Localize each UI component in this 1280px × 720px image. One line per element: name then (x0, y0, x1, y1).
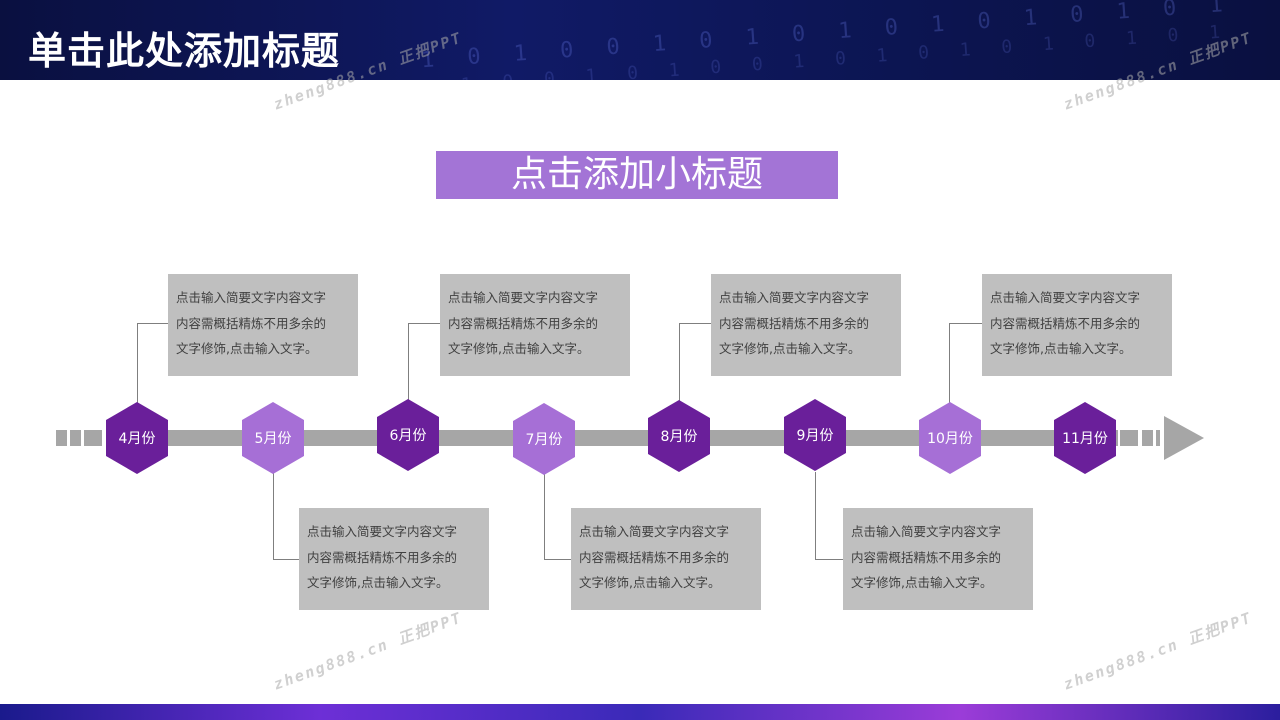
connector-line (679, 323, 712, 324)
description-line: 文字修饰,点击输入文字。 (579, 575, 721, 590)
description-line: 内容需概括精炼不用多余的 (719, 315, 870, 331)
timeline-dash (1142, 430, 1153, 446)
description-line: 文字修饰,点击输入文字。 (307, 575, 449, 590)
description-line: 内容需概括精炼不用多余的 (990, 315, 1141, 331)
description-line: 点击输入简要文字内容文字 (307, 524, 458, 539)
connector-line (679, 323, 680, 405)
timeline-dash (70, 430, 81, 446)
description-box[interactable]: 点击输入简要文字内容文字 内容需概括精炼不用多余的 文字修饰,点击输入文字。 (168, 274, 358, 376)
description-box[interactable]: 点击输入简要文字内容文字 内容需概括精炼不用多余的 文字修饰,点击输入文字。 (571, 508, 761, 610)
description-line: 点击输入简要文字内容文字 (990, 290, 1141, 305)
connector-line (137, 323, 138, 405)
watermark: zheng888.cn 正把PPT (1061, 608, 1255, 694)
description-box[interactable]: 点击输入简要文字内容文字 内容需概括精炼不用多余的 文字修饰,点击输入文字。 (440, 274, 630, 376)
description-line: 内容需概括精炼不用多余的 (176, 315, 327, 331)
description-line: 点击输入简要文字内容文字 (719, 290, 870, 305)
description-line: 内容需概括精炼不用多余的 (307, 549, 458, 565)
timeline-dash (1156, 430, 1160, 446)
connector-line (137, 323, 168, 324)
description-box[interactable]: 点击输入简要文字内容文字 内容需概括精炼不用多余的 文字修饰,点击输入文字。 (982, 274, 1172, 376)
watermark: zheng888.cn 正把PPT (271, 608, 465, 694)
connector-line (273, 559, 299, 560)
timeline-dash (84, 430, 102, 446)
connector-line (273, 472, 274, 559)
description-box[interactable]: 点击输入简要文字内容文字 内容需概括精炼不用多余的 文字修饰,点击输入文字。 (843, 508, 1033, 610)
connector-line (815, 472, 816, 559)
connector-line (815, 559, 843, 560)
description-box[interactable]: 点击输入简要文字内容文字 内容需概括精炼不用多余的 文字修饰,点击输入文字。 (711, 274, 901, 376)
description-line: 内容需概括精炼不用多余的 (851, 549, 1002, 565)
description-line: 点击输入简要文字内容文字 (851, 524, 1002, 539)
description-line: 点击输入简要文字内容文字 (448, 290, 599, 305)
description-line: 文字修饰,点击输入文字。 (448, 341, 590, 356)
description-line: 内容需概括精炼不用多余的 (579, 549, 730, 565)
timeline-dash (1120, 430, 1138, 446)
description-box[interactable]: 点击输入简要文字内容文字 内容需概括精炼不用多余的 文字修饰,点击输入文字。 (299, 508, 489, 610)
connector-line (949, 323, 982, 324)
connector-line (544, 559, 571, 560)
description-line: 文字修饰,点击输入文字。 (990, 341, 1132, 356)
timeline-node[interactable]: 6月份 (377, 399, 439, 471)
description-line: 点击输入简要文字内容文字 (579, 524, 730, 539)
header-band: 1 0 1 0 0 1 0 1 0 1 0 1 0 1 0 1 0 1 1 0 … (0, 0, 1280, 80)
timeline-dash (56, 430, 67, 446)
timeline-node[interactable]: 11月份 (1054, 402, 1116, 474)
footer-band (0, 704, 1280, 720)
timeline-node[interactable]: 9月份 (784, 399, 846, 471)
connector-line (949, 323, 950, 405)
description-line: 文字修饰,点击输入文字。 (176, 341, 318, 356)
subtitle-box[interactable]: 点击添加小标题 (436, 151, 838, 199)
timeline-node[interactable]: 8月份 (648, 400, 710, 472)
connector-line (544, 472, 545, 559)
description-line: 文字修饰,点击输入文字。 (851, 575, 993, 590)
timeline-node[interactable]: 5月份 (242, 402, 304, 474)
timeline-node[interactable]: 4月份 (106, 402, 168, 474)
timeline-node[interactable]: 7月份 (513, 403, 575, 475)
connector-line (408, 323, 440, 324)
description-line: 内容需概括精炼不用多余的 (448, 315, 599, 331)
page-title[interactable]: 单击此处添加标题 (28, 29, 341, 73)
connector-line (408, 323, 409, 405)
description-line: 点击输入简要文字内容文字 (176, 290, 327, 305)
description-line: 文字修饰,点击输入文字。 (719, 341, 861, 356)
timeline-node[interactable]: 10月份 (919, 402, 981, 474)
timeline-arrow-icon (1164, 416, 1204, 460)
